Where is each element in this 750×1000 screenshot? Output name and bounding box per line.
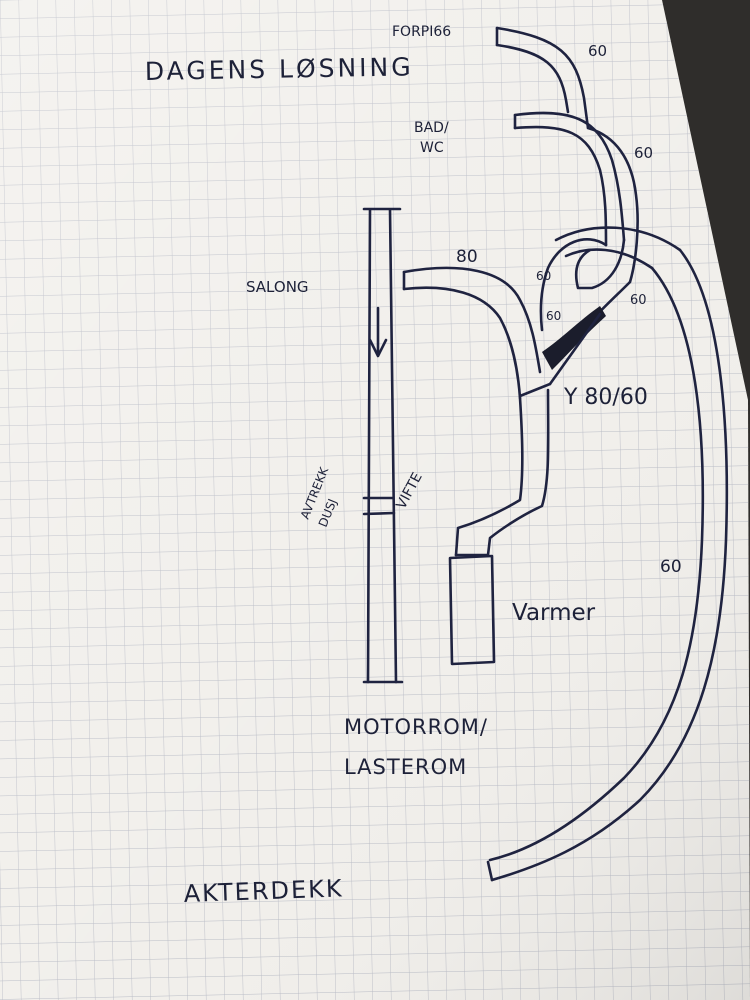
pipe-to-varmer	[454, 382, 552, 557]
label-forpigg: FORPI66	[392, 24, 451, 40]
varmer-unit	[448, 553, 496, 666]
dim-loop-inner: 60	[546, 309, 561, 323]
dim-salong: 80	[456, 247, 478, 267]
pipe-akterdekk	[486, 248, 729, 882]
label-y-junction: Y 80/60	[563, 385, 648, 410]
dim-loop-left: 60	[536, 269, 551, 283]
label-akterdekk: AKTERDEKK	[183, 874, 344, 908]
pipe-bad-wc	[513, 111, 639, 284]
label-bad-wc-2: WC	[420, 140, 444, 156]
dim-forpigg: 60	[588, 42, 607, 60]
label-motorrom: MOTORROM/	[344, 715, 488, 739]
dim-akter: 60	[660, 557, 682, 577]
shaft-avtrekk	[362, 207, 404, 684]
label-lasterom: LASTEROM	[344, 755, 467, 779]
pipe-salong	[402, 266, 542, 400]
dim-bad: 60	[634, 144, 653, 162]
diagram-title: DAGENS LØSNING	[145, 52, 414, 86]
dim-loop-right: 60	[630, 293, 647, 308]
label-varmer: Varmer	[512, 600, 596, 626]
label-bad-wc-1: BAD/	[414, 120, 449, 136]
y-fitting	[542, 306, 606, 386]
pipe-forpigg	[495, 26, 590, 130]
label-salong: SALONG	[246, 278, 309, 296]
